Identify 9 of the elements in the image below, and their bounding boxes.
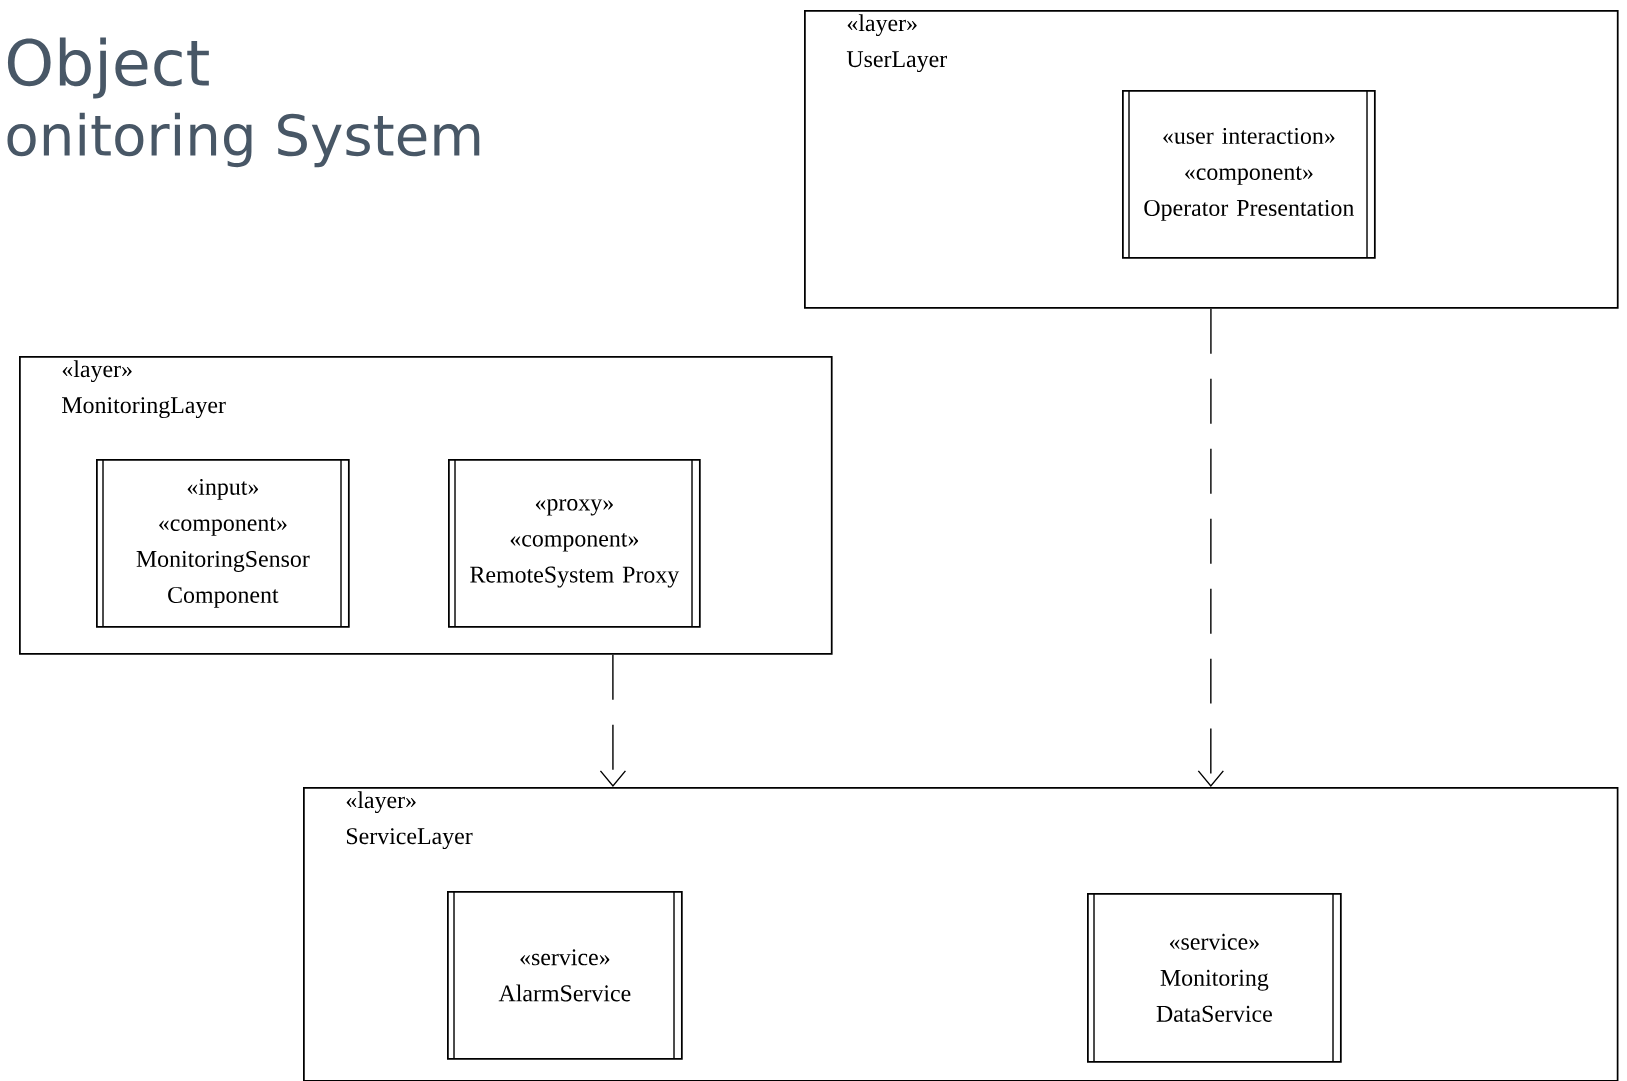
subtitle: onitoring System <box>7 112 480 168</box>
title: Object <box>7 37 209 99</box>
component-box: «service» Monitoring DataService <box>1087 892 1342 1063</box>
component-box: «user interaction» «component» Operator Presentation <box>1122 89 1376 259</box>
dependency-arrow <box>599 654 627 787</box>
component-box: «service» AlarmService <box>447 890 683 1060</box>
component-box: «proxy» «component» RemoteSystem Proxy <box>448 458 701 628</box>
component-box: «input» «component» MonitoringSensor Component <box>96 458 350 628</box>
dependency-arrow <box>1197 308 1225 787</box>
